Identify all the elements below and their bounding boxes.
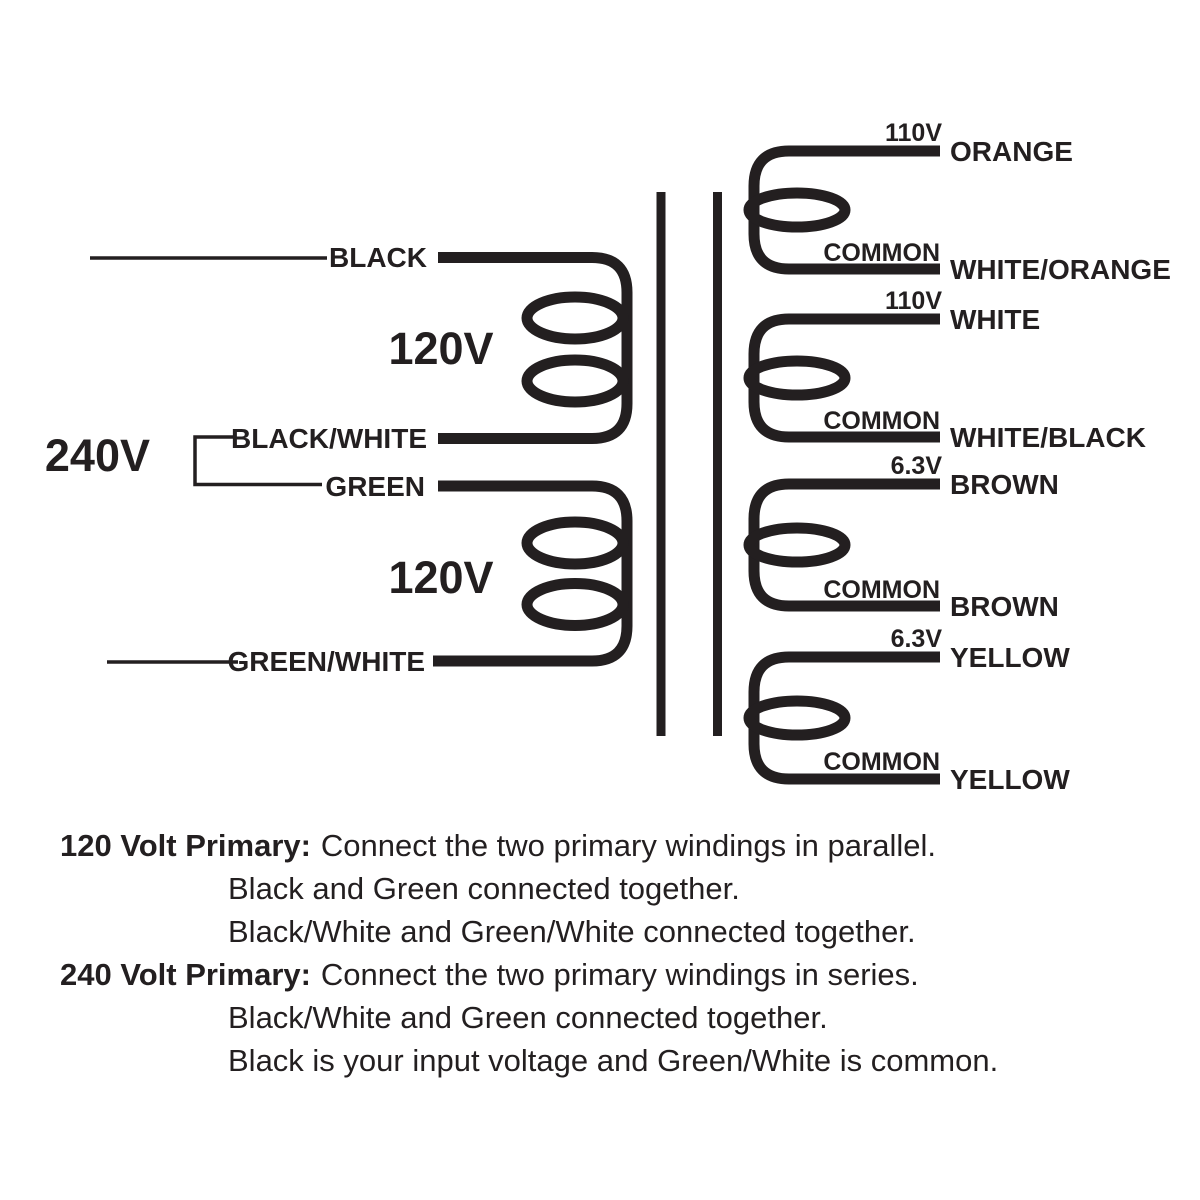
- note-240v-line-2: Black/White and Green connected together…: [228, 1000, 828, 1035]
- primary-winding-1-coil: [438, 252, 633, 444]
- primary-winding-2-coil: [433, 480, 633, 667]
- secondary-2-voltage: 110V: [885, 287, 942, 315]
- primary-winding-2-voltage: 120V: [388, 552, 493, 603]
- primary-240v-label: 240V: [45, 430, 150, 481]
- note-240v-line-3: Black is your input voltage and Green/Wh…: [228, 1043, 999, 1078]
- wire-label-brown-bottom: BROWN: [950, 591, 1059, 622]
- secondary-3-common-label: COMMON: [823, 576, 940, 604]
- secondary-1-voltage: 110V: [885, 119, 942, 147]
- secondary-coil-1-loop: [743, 187, 851, 233]
- secondary-1-common-label: COMMON: [823, 239, 940, 267]
- 240v-series-bracket: [193, 435, 322, 487]
- primary-winding-1-voltage: 120V: [388, 323, 493, 374]
- note-240v-heading: 240 Volt Primary:: [60, 957, 311, 992]
- secondary-winding-1: 110V ORANGE COMMON WHITE/ORANGE: [743, 119, 1171, 285]
- note-120v-text: Connect the two primary windings in para…: [320, 828, 937, 863]
- primary-coil-1-wire: [438, 252, 633, 444]
- wire-label-white: WHITE: [950, 304, 1040, 335]
- secondary-coil-2-loop: [743, 355, 851, 401]
- primary-coil-1-loop-2: [521, 354, 629, 408]
- wire-label-brown-top: BROWN: [950, 469, 1059, 500]
- note-120v-heading: 120 Volt Primary:: [60, 828, 311, 863]
- secondary-winding-3: 6.3V BROWN COMMON BROWN: [743, 452, 1059, 622]
- note-240v-text: Connect the two primary windings in seri…: [320, 957, 919, 992]
- note-240v-line-1: 240 Volt Primary: Connect the two primary…: [60, 953, 1160, 996]
- secondary-winding-4: 6.3V YELLOW COMMON YELLOW: [743, 625, 1070, 795]
- secondary-3-voltage: 6.3V: [891, 452, 943, 480]
- note-120v-line-2: Black and Green connected together.: [228, 871, 740, 906]
- wire-label-yellow-bottom: YELLOW: [950, 764, 1070, 795]
- wire-label-white-black: WHITE/BLACK: [950, 422, 1146, 453]
- wire-label-black-white: BLACK/WHITE: [231, 423, 427, 454]
- secondary-4-common-label: COMMON: [823, 748, 940, 776]
- secondary-winding-2: 110V WHITE COMMON WHITE/BLACK: [743, 287, 1146, 453]
- primary-coil-2-wire: [433, 480, 633, 667]
- wire-label-orange: ORANGE: [950, 136, 1073, 167]
- note-120v-line-3: Black/White and Green/White connected to…: [228, 914, 916, 949]
- note-120v-line-1: 120 Volt Primary: Connect the two primary…: [60, 824, 1160, 867]
- primary-coil-1-loop-1: [521, 291, 629, 345]
- primary-coil-2-loop-2: [521, 578, 629, 631]
- secondary-4-voltage: 6.3V: [891, 625, 943, 653]
- secondary-2-common-label: COMMON: [823, 407, 940, 435]
- wire-label-green-white: GREEN/WHITE: [227, 646, 425, 677]
- primary-coil-2-loop-1: [521, 516, 629, 570]
- wire-label-green: GREEN: [325, 471, 425, 502]
- wiring-notes: 120 Volt Primary: Connect the two primary…: [60, 824, 1160, 1082]
- wire-label-yellow-top: YELLOW: [950, 642, 1070, 673]
- secondary-coil-3-loop: [743, 522, 851, 568]
- wire-label-white-orange: WHITE/ORANGE: [950, 254, 1171, 285]
- wire-label-black: BLACK: [329, 242, 427, 273]
- secondary-coil-4-loop: [743, 695, 851, 741]
